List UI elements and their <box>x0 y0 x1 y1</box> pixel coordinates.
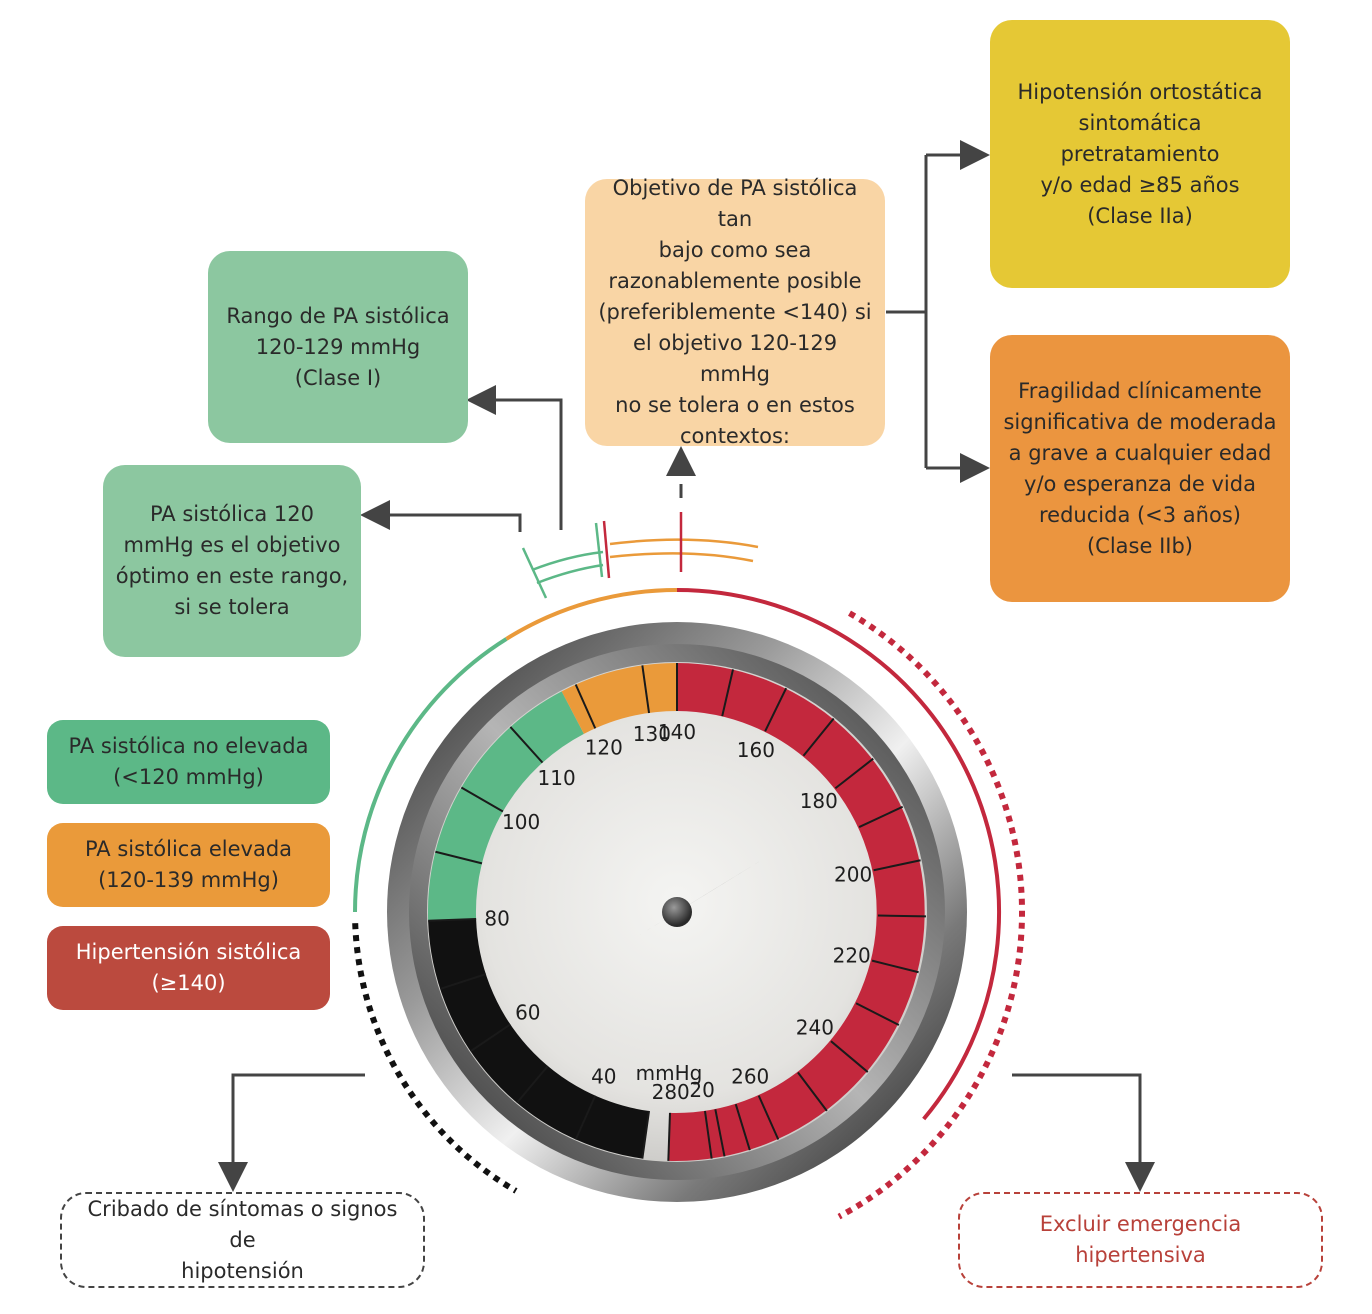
gauge-label: 120 <box>585 736 623 760</box>
box-target-low: Objetivo de PA sistólica tan bajo como s… <box>585 176 885 448</box>
gauge-label: 60 <box>515 1001 540 1025</box>
arrow-to-optimal-120 <box>360 500 522 532</box>
arrow-to-exclude-emergency <box>1012 1073 1155 1192</box>
gauge-label: 80 <box>484 906 509 930</box>
gauge-label: 200 <box>834 863 872 887</box>
gauge-label: 110 <box>538 766 576 790</box>
range-scale-marks <box>521 512 759 599</box>
legend-hypertension: Hipertensión sistólica (≥140) <box>47 926 330 1010</box>
gauge-label: 40 <box>591 1064 616 1088</box>
gauge-tick <box>703 1110 713 1159</box>
gauge-tick <box>834 757 874 790</box>
gauge-tick <box>439 973 487 990</box>
gauge-tick <box>855 1002 900 1026</box>
arc-orange <box>505 588 678 641</box>
arc-red-dashed <box>837 610 1025 1220</box>
gauge-tick <box>714 1109 726 1157</box>
gauge-tick <box>574 684 597 729</box>
gauge-tick <box>871 959 919 974</box>
gauge-needle <box>587 807 848 967</box>
gauge-tick <box>509 726 544 764</box>
box-screening: Cribado de síntomas o signos de hipotens… <box>60 1192 425 1288</box>
gauge-unit-label: mmHg <box>636 1061 703 1085</box>
gauge-label: 160 <box>737 738 775 762</box>
arrow-to-range-class1 <box>466 385 563 530</box>
gauge-tick <box>830 1040 869 1073</box>
gauge-label: 240 <box>796 1016 834 1040</box>
gauge-tick <box>797 1071 828 1112</box>
box-optimal-120: PA sistólica 120 mmHg es el objetivo ópt… <box>103 465 361 657</box>
gauge-tick <box>435 850 483 865</box>
band-orange <box>561 663 678 735</box>
gauge-tick <box>460 786 504 813</box>
gauge-tick <box>858 805 904 828</box>
gauge-label: 100 <box>502 810 540 834</box>
gauge-tick <box>721 669 734 717</box>
gauge-tick <box>873 859 921 872</box>
arc-red <box>676 588 1002 1121</box>
box-range-class1: Rango de PA sistólica 120-129 mmHg (Clas… <box>208 251 468 443</box>
legend-elevated: PA sistólica elevada (120-139 mmHg) <box>47 823 330 907</box>
connector-lines <box>218 140 1155 1192</box>
branch-trunk <box>886 155 928 468</box>
arc-black-dashed <box>352 923 518 1194</box>
arrow-to-screening <box>218 1073 365 1192</box>
gauge-label: 130 <box>633 722 671 746</box>
gauge-tick <box>516 1065 549 1104</box>
gauge-tick <box>802 717 835 757</box>
gauge-tick <box>641 665 651 714</box>
box-exclude-emergency: Excluir emergencia hipertensiva <box>958 1192 1323 1288</box>
gauge-tick <box>734 1103 751 1151</box>
band-black <box>428 918 650 1159</box>
gauge-label: 220 <box>833 944 871 968</box>
gauge-tick <box>470 1023 511 1053</box>
outer-arcs <box>352 588 1025 1220</box>
needle-pointer <box>587 807 848 967</box>
gauge-tick <box>877 914 926 918</box>
needle-hub <box>662 897 692 927</box>
gauge-label: 280 <box>652 1080 690 1104</box>
arc-green <box>353 637 508 913</box>
gauge-label: 20 <box>689 1078 714 1102</box>
gauge-label: 180 <box>800 789 838 813</box>
box-hypotension-ortho: Hipotensión ortostática sintomática pret… <box>990 20 1290 288</box>
gauge-tick <box>574 1095 597 1140</box>
gauge-tick <box>428 918 477 922</box>
gauge-tick <box>641 1110 651 1159</box>
gauge-tick <box>757 1095 780 1140</box>
box-frailty: Fragilidad clínicamente significativa de… <box>990 335 1290 602</box>
legend-not-elevated: PA sistólica no elevada (<120 mmHg) <box>47 720 330 804</box>
gauge-tick <box>764 687 788 732</box>
gauge-label: 140 <box>658 720 696 744</box>
gauge-label: 260 <box>731 1064 769 1088</box>
gauge-ticks <box>428 663 926 1161</box>
gauge-tick <box>667 1112 671 1161</box>
